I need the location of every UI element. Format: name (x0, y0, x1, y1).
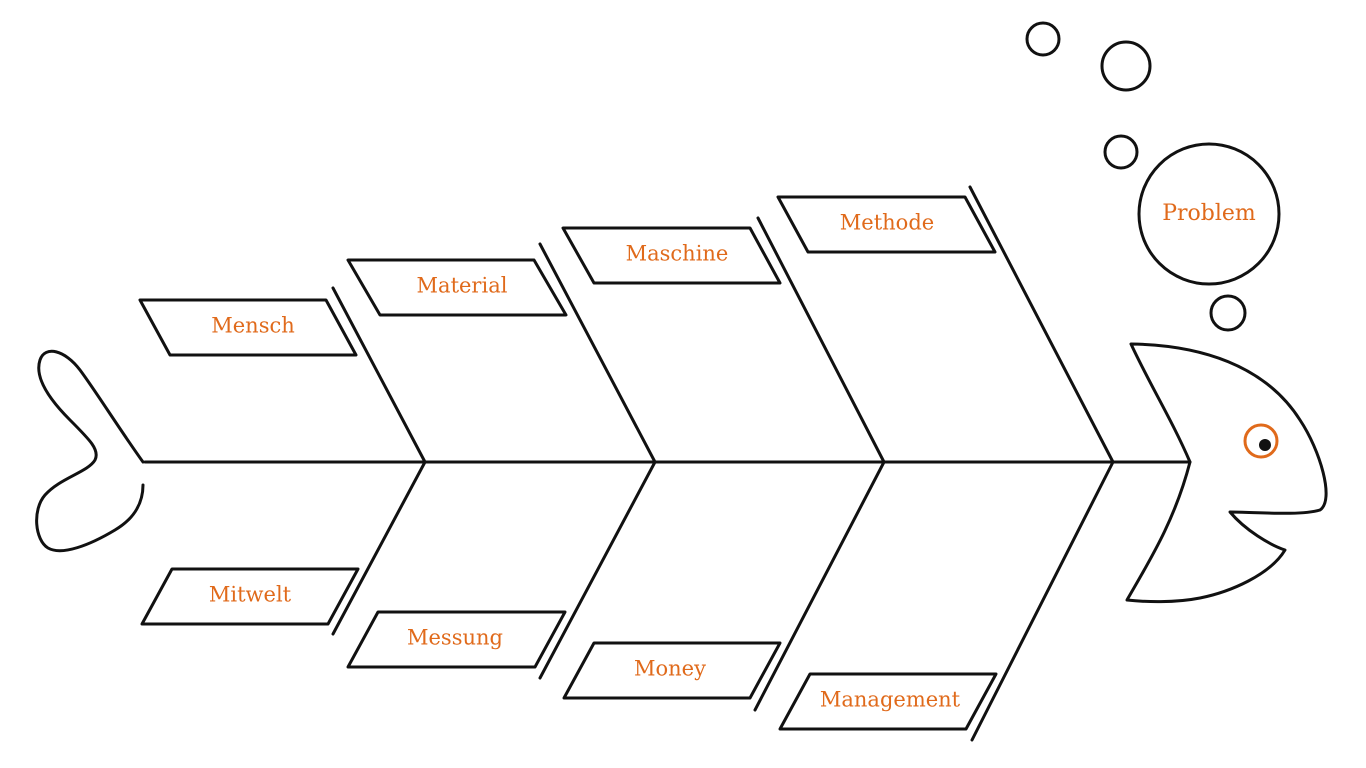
bone-lower-1 (331, 460, 427, 636)
category-material: Material (346, 258, 568, 317)
category-mensch-label: Mensch (211, 314, 295, 338)
bone-upper-4 (968, 185, 1115, 464)
category-material-label: Material (417, 274, 508, 298)
category-management: Management (778, 672, 998, 731)
category-messung: Messung (346, 610, 567, 669)
bone-lower-4 (970, 460, 1115, 742)
bone-upper-2 (538, 242, 657, 464)
category-methode-label: Methode (840, 211, 934, 235)
problem-bubble (1137, 142, 1281, 286)
category-money: Money (562, 641, 782, 700)
bone-lower-3 (753, 460, 886, 712)
problem-label: Problem (1162, 201, 1256, 226)
fish-tail (35, 349, 145, 553)
bubble (1209, 294, 1247, 332)
fish-head (1125, 342, 1328, 604)
bubble (1103, 134, 1139, 170)
category-messung-label: Messung (407, 626, 503, 650)
category-mitwelt: Mitwelt (140, 567, 360, 626)
bone-lower-2 (538, 460, 657, 680)
category-mensch: Mensch (138, 298, 358, 357)
bone-upper-3 (756, 216, 886, 464)
bone-upper-1 (331, 286, 427, 464)
category-money-label: Money (634, 657, 706, 681)
fish-eye-pupil (1259, 439, 1271, 451)
category-maschine-label: Maschine (626, 242, 729, 266)
category-maschine: Maschine (561, 226, 782, 285)
bubble (1100, 40, 1152, 92)
category-mitwelt-label: Mitwelt (209, 583, 292, 607)
bubble (1025, 21, 1061, 57)
category-management-label: Management (820, 688, 961, 712)
category-methode: Methode (776, 195, 997, 254)
